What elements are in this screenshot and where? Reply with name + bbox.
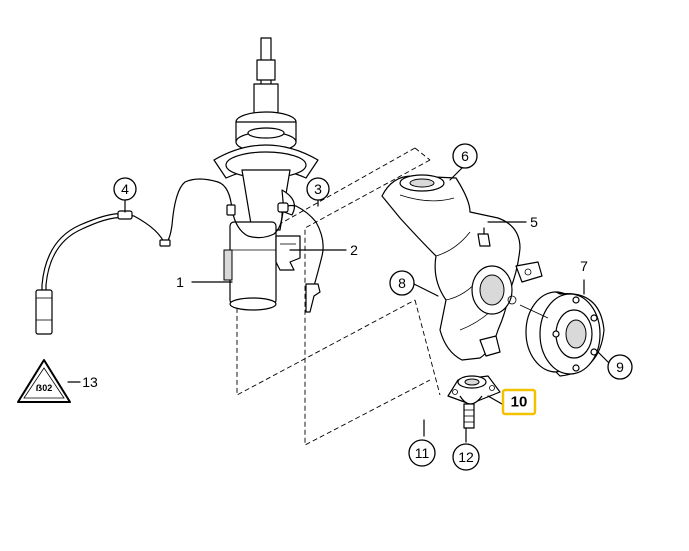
warning-triangle: ẞ02 [17,359,71,403]
warning-symbol-text: ẞ02 [36,383,52,393]
callout-5-label: 5 [530,214,538,230]
callout-7[interactable]: 7 [580,258,588,274]
callout-12[interactable]: 12 [452,443,480,471]
callout-6[interactable]: 6 [452,143,478,169]
callout-7-label: 7 [580,258,588,274]
steering-knuckle [381,174,543,361]
callout-13[interactable]: 13 [82,374,98,390]
wheel-hub [519,291,605,377]
callout-1[interactable]: 1 [176,274,184,290]
callout-5[interactable]: 5 [530,214,538,230]
leader-lines [67,167,609,443]
callout-11[interactable]: 11 [408,439,436,467]
callout-3[interactable]: 3 [306,177,330,201]
callout-12-label: 12 [458,449,474,465]
callout-13-label: 13 [82,374,98,390]
dashed-frames [236,147,441,446]
callout-3-label: 3 [314,181,322,197]
callout-8[interactable]: 8 [389,270,415,296]
callout-9-label: 9 [616,359,624,375]
callout-2-label: 2 [350,242,358,258]
callout-4[interactable]: 4 [113,177,137,201]
callout-8-label: 8 [398,275,406,291]
callout-6-label: 6 [461,148,469,164]
callout-4-label: 4 [121,181,129,197]
callout-11-label: 11 [415,445,430,461]
callout-10[interactable]: 10 [501,388,537,416]
callout-9[interactable]: 9 [607,354,633,380]
callout-10-label: 10 [511,394,528,411]
callout-2[interactable]: 2 [350,242,358,258]
callout-1-label: 1 [176,274,184,290]
strut-assembly [213,37,319,311]
ball-joint [447,375,501,429]
